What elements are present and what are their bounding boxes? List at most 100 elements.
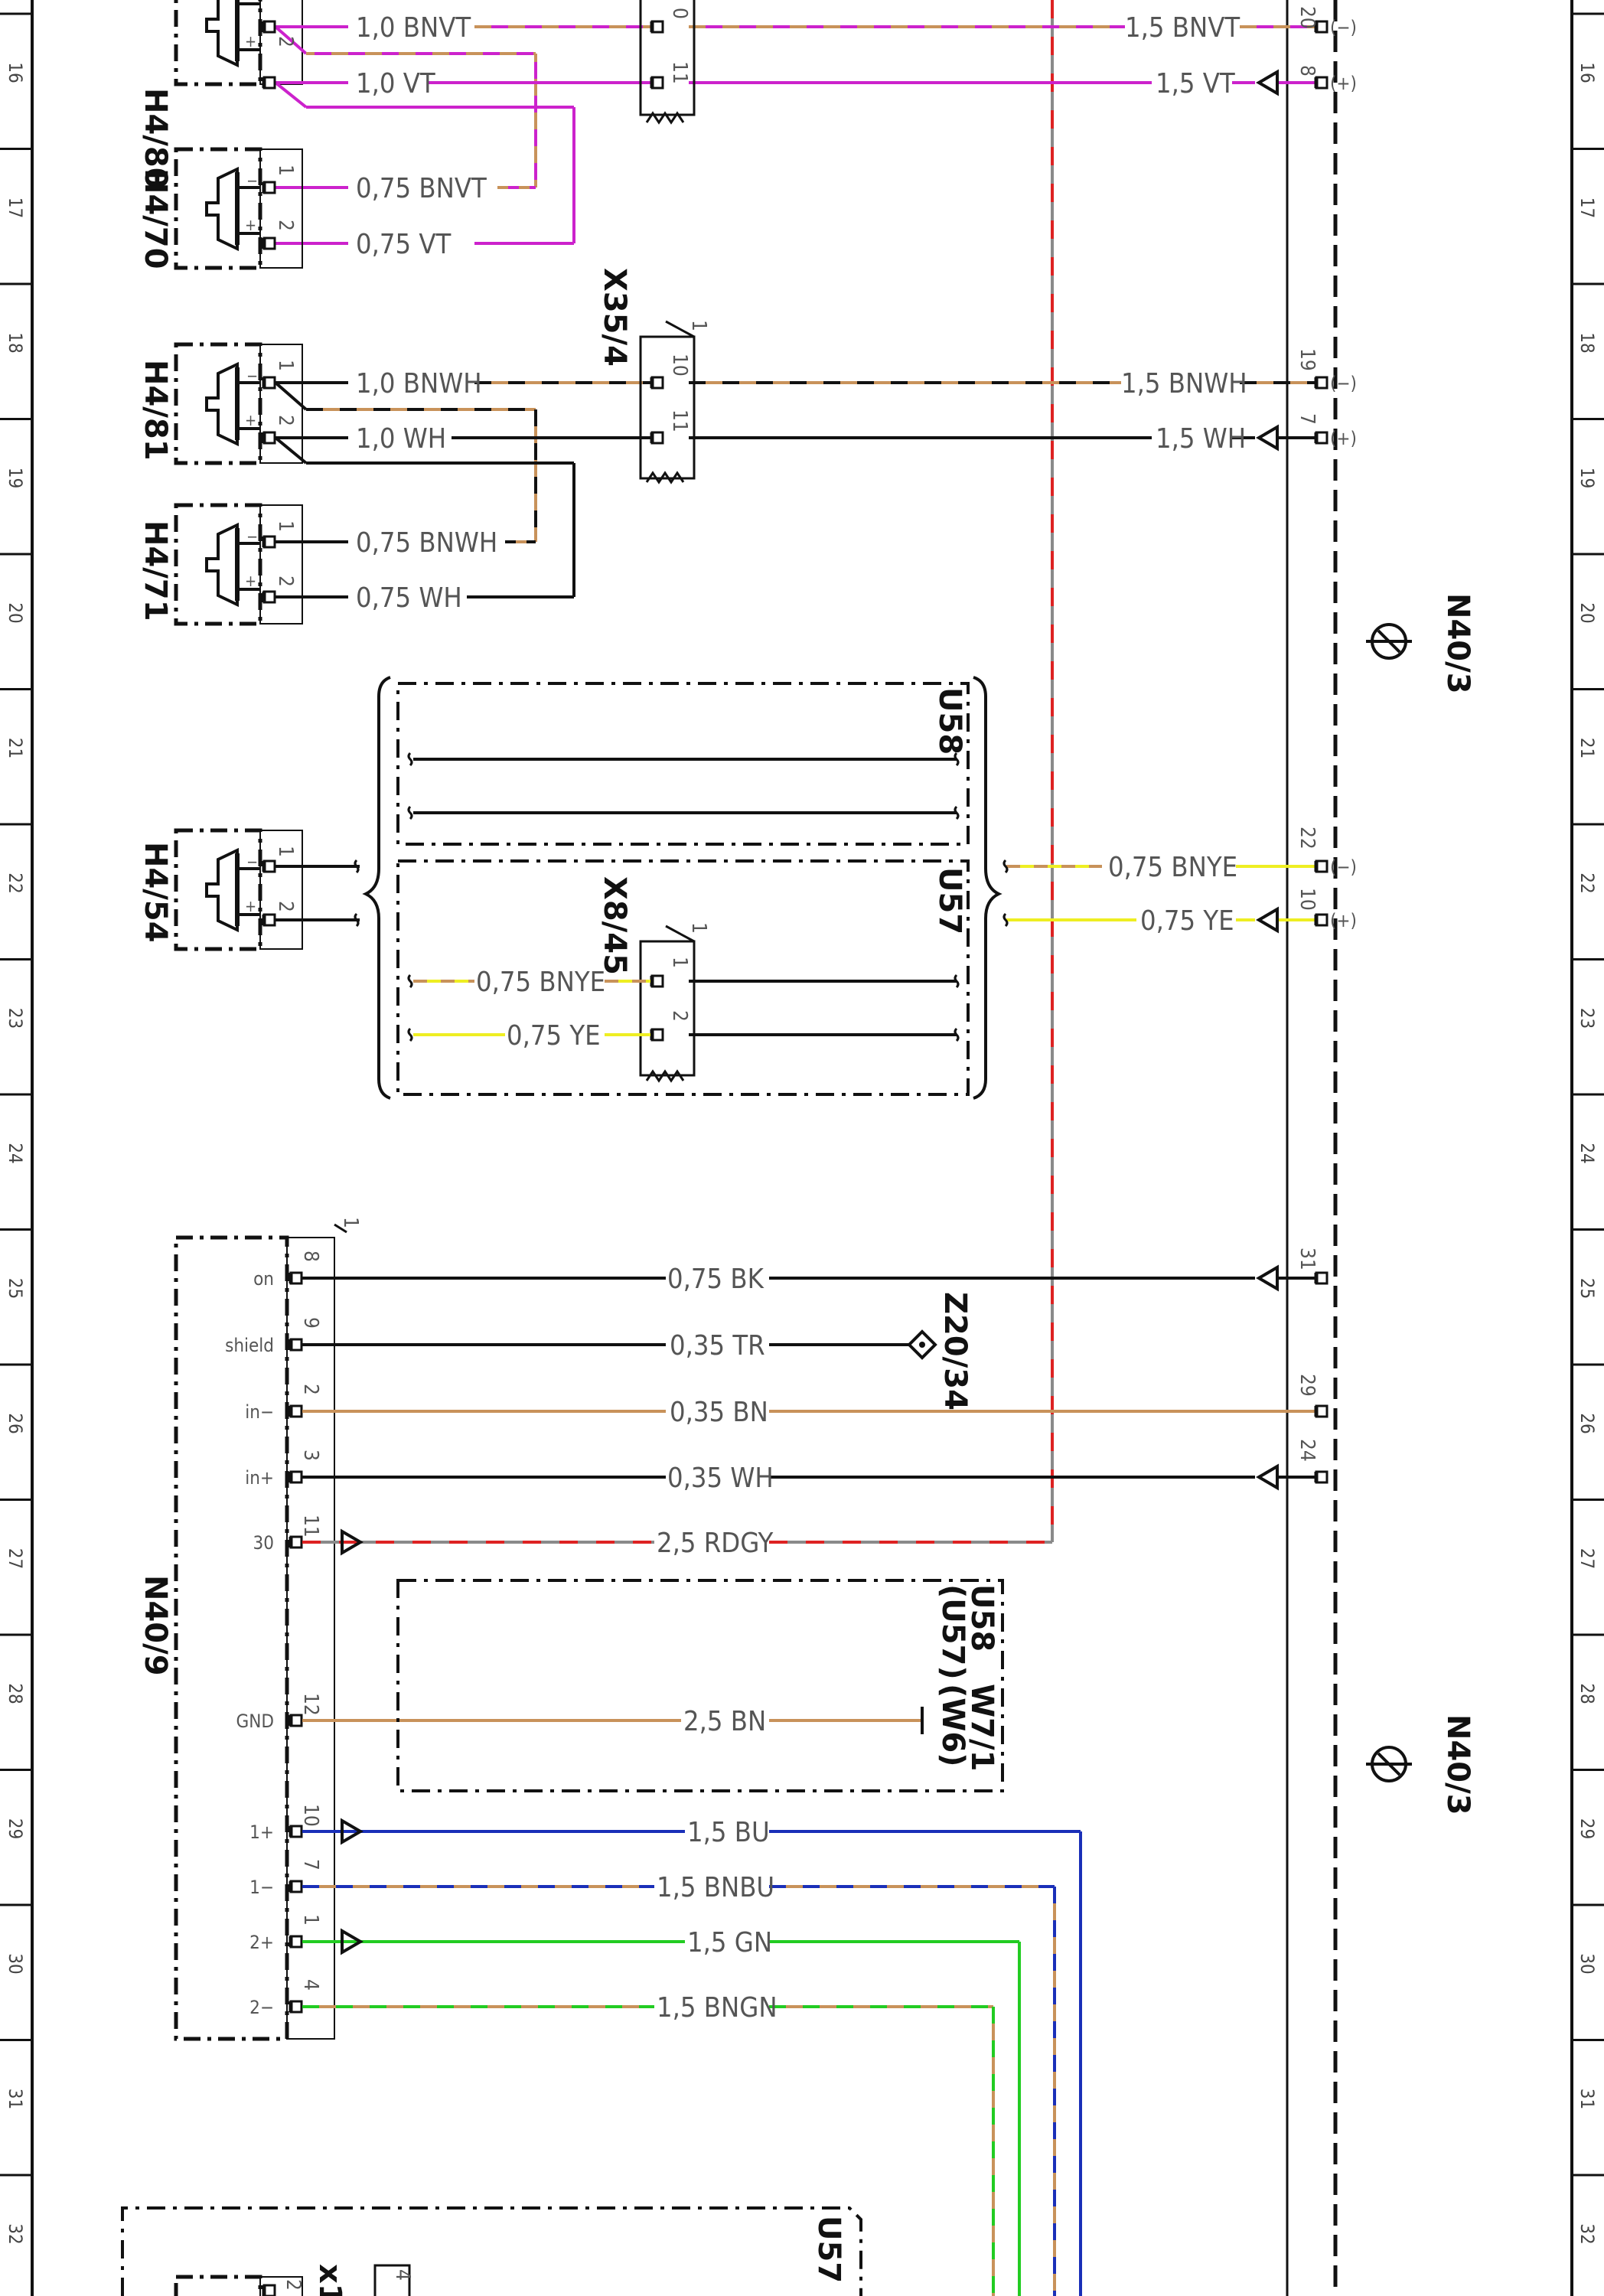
svg-text:4: 4: [391, 2269, 414, 2281]
label-u58-u57: U58(U57): [935, 1584, 999, 1680]
svg-text:24: 24: [1296, 1439, 1319, 1462]
svg-text:22: 22: [1296, 827, 1319, 850]
ground-icon: [1364, 623, 1413, 660]
row-number: 26: [5, 1413, 26, 1433]
svg-text:(U57): (U57): [935, 1584, 970, 1680]
svg-text:10: 10: [1296, 888, 1319, 911]
brace-left: [362, 676, 391, 1100]
wire-label: 0,35 WH: [667, 1463, 774, 1494]
svg-text:W7/1: W7/1: [964, 1684, 999, 1771]
row-number: 32: [5, 2223, 26, 2244]
wire-group-white: [274, 381, 1316, 598]
n40-9-pin-label: on: [253, 1268, 274, 1290]
wire-label: 0,75 BNYE: [476, 967, 605, 998]
svg-text:1: 1: [687, 922, 710, 934]
svg-text:31: 31: [1296, 1247, 1319, 1270]
row-number: 25: [1576, 1278, 1598, 1299]
speaker-pin-number: 2: [274, 220, 297, 231]
wire-label: 1,5 VT: [1156, 68, 1235, 99]
row-number: 28: [5, 1683, 26, 1704]
n40-9-wires: [302, 1277, 1316, 2296]
svg-text:(+): (+): [1330, 428, 1357, 449]
row-number: 26: [1576, 1413, 1598, 1433]
speaker-pin-number: 2: [274, 36, 297, 47]
svg-text:7: 7: [1296, 413, 1319, 425]
speaker-pin-number: 2: [274, 576, 297, 587]
row-number: 16: [1576, 62, 1598, 83]
wire-label: 2,5 RDGY: [657, 1528, 774, 1559]
row-number: 24: [5, 1143, 26, 1163]
n40-9-pin-label: 30: [253, 1532, 274, 1554]
row-number: 20: [1576, 602, 1598, 623]
svg-text:2: 2: [282, 2279, 305, 2291]
plug-arrow-icon: [1257, 1266, 1279, 1290]
module-u58: [396, 682, 970, 846]
row-number: 17: [1576, 197, 1598, 218]
n40-9-pin-label: 1+: [249, 1821, 274, 1843]
wire-label: 1,0 BNWH: [356, 368, 482, 400]
plug-arrow-icon: [1257, 70, 1279, 95]
speaker-pin-number: 1: [274, 520, 297, 532]
label-z20-34: Z20/34: [937, 1292, 973, 1411]
n40-9-pin-number: 2: [299, 1384, 322, 1395]
svg-text:1: 1: [339, 1217, 362, 1228]
connector-x8-45: 1 2 1: [639, 922, 710, 1082]
label-x35-4: X35/4: [597, 268, 632, 367]
svg-text:0: 0: [668, 8, 691, 19]
speaker-pin-number: 1: [274, 165, 297, 176]
module-u58-u57-ground: [396, 1579, 1004, 1792]
n40-9-pin-label: 2+: [249, 1932, 274, 1953]
row-number: 22: [1576, 872, 1598, 893]
module-u57: [396, 859, 970, 1096]
n40-9-pin-number: 3: [299, 1450, 322, 1461]
speaker-pin-numbers: 1212121212: [274, 36, 297, 912]
connector-x35-4: 10 11 1: [639, 320, 710, 484]
row-number: 27: [1576, 1548, 1598, 1569]
wire-label: 1,5 BNBU: [657, 1872, 774, 1903]
svg-text:11: 11: [668, 61, 691, 84]
plug-arrow-icon: [1257, 1465, 1279, 1489]
n40-9-pin-label: GND: [236, 1711, 274, 1732]
n40-9-pin-number: 4: [299, 1979, 322, 1991]
wire-label: 2,5 BN: [683, 1706, 766, 1737]
row-number: 20: [5, 602, 26, 623]
row-number: 21: [1576, 738, 1598, 758]
n40-9-pin-number: 12: [299, 1693, 322, 1716]
row-number: 24: [1576, 1143, 1598, 1163]
wire-label: 0,75 BNWH: [356, 527, 497, 559]
wire-label: 1,0 BNVT: [356, 12, 471, 44]
wire-label: 0,75 BNVT: [356, 173, 487, 204]
speaker-pin-number: 1: [274, 360, 297, 371]
row-number: 22: [5, 872, 26, 893]
wire-label: 1,5 WH: [1156, 423, 1246, 455]
wire-label: 0,35 BN: [670, 1397, 768, 1428]
wire-label: 0,75 WH: [356, 582, 462, 614]
wire-label: 1,5 BNWH: [1121, 368, 1247, 400]
brace-right: [973, 676, 1002, 1100]
wire-label: 1,5 BNVT: [1125, 12, 1240, 44]
speaker-pin-number: 2: [274, 415, 297, 426]
row-number: 28: [1576, 1683, 1598, 1704]
svg-text:11: 11: [668, 409, 691, 432]
wire-label: 1,0 WH: [356, 423, 446, 455]
wire-label: 0,75 YE: [1140, 905, 1234, 937]
n40-9-pin-number: 10: [299, 1804, 322, 1827]
label-w7-w6: W7/1(W6): [935, 1684, 999, 1771]
label-u57: U57: [932, 867, 967, 934]
row-number: 30: [1576, 1953, 1598, 1974]
n40-9-pin-number: 8: [299, 1251, 322, 1262]
n40-9-pin-label: in−: [245, 1401, 274, 1423]
row-number: 18: [5, 332, 26, 353]
row-number: 17: [5, 197, 26, 218]
label-u58: U58: [932, 687, 967, 755]
svg-text:19: 19: [1296, 348, 1319, 371]
row-number: 19: [5, 468, 26, 488]
n40-9-pin-number: 7: [299, 1859, 322, 1870]
svg-text:10: 10: [668, 354, 691, 377]
row-number: 21: [5, 738, 26, 758]
wire-label: 0,75 YE: [507, 1020, 601, 1052]
